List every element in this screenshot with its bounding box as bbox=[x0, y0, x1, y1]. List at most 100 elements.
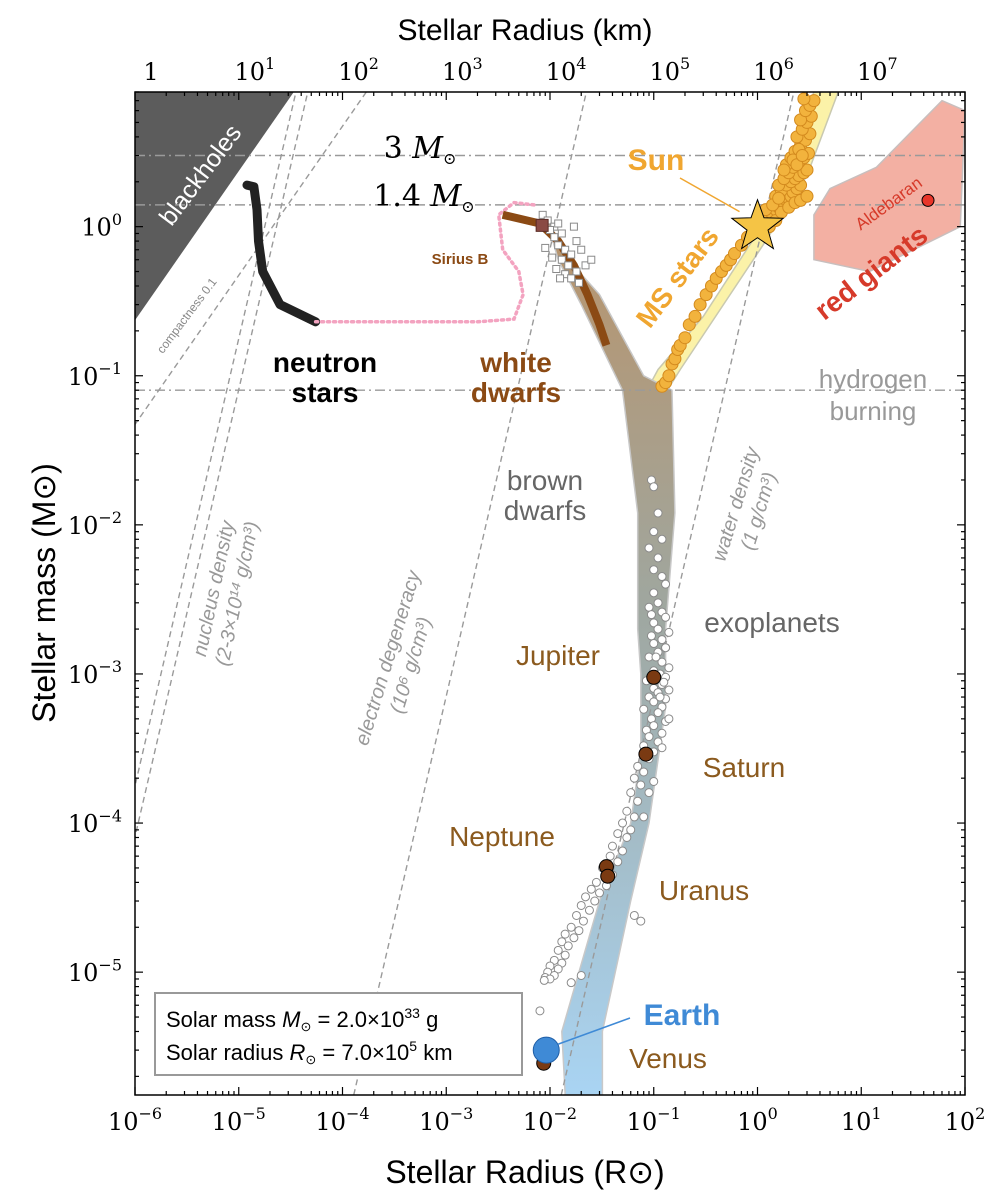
white-dwarf-point bbox=[572, 267, 581, 276]
y-axis-title: Stellar mass (M⊙) bbox=[26, 463, 62, 723]
white-dwarf-point bbox=[552, 264, 561, 273]
white-dwarf-point bbox=[557, 255, 566, 264]
ms-star-point bbox=[777, 163, 791, 177]
sirius-b-label: Sirius B bbox=[432, 251, 489, 268]
y-tick-label: 10−5 bbox=[68, 955, 122, 987]
density-label-group: electron degeneracy(10⁶ g/cm³) bbox=[351, 567, 436, 748]
exoplanet-point bbox=[563, 941, 573, 951]
white-dwarf-point bbox=[548, 253, 557, 262]
info-box: Solar mass M⊙ = 2.0×1033 g Solar radius … bbox=[154, 992, 523, 1076]
exoplanet-point bbox=[664, 714, 674, 724]
exoplanet-point bbox=[584, 905, 594, 915]
info-mass-exp: 33 bbox=[404, 1005, 420, 1021]
exoplanet-point bbox=[646, 631, 656, 641]
compactness-line bbox=[135, 92, 367, 425]
exoplanet-point bbox=[659, 677, 669, 687]
x-tick-label: 10−5 bbox=[212, 1104, 266, 1136]
ms-star-point bbox=[800, 163, 814, 177]
exoplanet-point bbox=[657, 572, 667, 582]
jupiter-label: Jupiter bbox=[516, 640, 600, 671]
y-tick-label: 10−2 bbox=[68, 508, 122, 540]
ms-star-point bbox=[772, 191, 786, 205]
brown-dwarfs-label-2: dwarfs bbox=[504, 495, 586, 526]
x-tick-label: 101 bbox=[841, 1104, 882, 1136]
top-tick-label: 106 bbox=[753, 54, 794, 86]
x-tick-label: 102 bbox=[945, 1104, 986, 1136]
exoplanet-point bbox=[657, 635, 667, 645]
exoplanet-point bbox=[622, 806, 632, 816]
exoplanet-point bbox=[636, 780, 646, 790]
info-radius-value: = 7.0×10 bbox=[316, 1040, 409, 1065]
neutron-star-curve bbox=[242, 180, 321, 327]
top-tick-label: 107 bbox=[857, 54, 898, 86]
exoplanet-point bbox=[661, 643, 671, 653]
exoplanet-point bbox=[644, 543, 654, 553]
white-dwarf-point bbox=[564, 261, 573, 270]
exoplanet-point bbox=[576, 970, 586, 980]
white-dwarf-point bbox=[569, 222, 578, 231]
exoplanet-point bbox=[661, 612, 671, 622]
exoplanet-point bbox=[646, 610, 656, 620]
exoplanet-point bbox=[649, 697, 659, 707]
exoplanet-point bbox=[591, 877, 601, 887]
density-label-group: nucleus density(2-3×10¹⁴ g/cm³) bbox=[189, 518, 264, 668]
neptune-label: Neptune bbox=[449, 821, 555, 852]
exoplanet-point bbox=[649, 721, 659, 731]
exoplanet-point bbox=[578, 916, 588, 926]
hydrogen-burning-label-1: hydrogen bbox=[819, 364, 927, 394]
exoplanet-point bbox=[576, 900, 586, 910]
info-radius-exp: 5 bbox=[409, 1038, 417, 1054]
exoplanet-point bbox=[626, 825, 636, 835]
exoplanet-point bbox=[649, 618, 659, 628]
exoplanet-point bbox=[651, 652, 661, 662]
exoplanet-point bbox=[571, 910, 581, 920]
exoplanet-point bbox=[639, 704, 649, 714]
sun-leader-line bbox=[679, 177, 740, 213]
exoplanet-point bbox=[649, 776, 659, 786]
ms-star-point bbox=[727, 247, 741, 261]
density-line bbox=[135, 92, 297, 789]
exoplanet-point bbox=[613, 829, 623, 839]
svg-text:Solar mass M⊙ = 2.0×1033 g: Solar mass M⊙ = 2.0×1033 g bbox=[166, 1005, 438, 1034]
exoplanet-point bbox=[633, 796, 643, 806]
y-tick-label: 100 bbox=[81, 210, 122, 242]
info-mass-symbol: M bbox=[282, 1007, 301, 1032]
white-dwarf-point bbox=[554, 241, 563, 250]
white-dwarf-point bbox=[574, 278, 583, 287]
exoplanet-point bbox=[653, 598, 663, 608]
neutron-star-extension bbox=[313, 200, 536, 324]
exoplanet-point bbox=[586, 884, 596, 894]
exoplanet-point bbox=[629, 910, 639, 920]
ms-star-point bbox=[800, 189, 814, 203]
white-dwarf-point bbox=[538, 210, 547, 219]
exoplanet-point bbox=[595, 888, 605, 898]
exoplanet-point bbox=[590, 896, 600, 906]
exoplanet-point bbox=[653, 708, 663, 718]
exoplanet-point bbox=[639, 767, 649, 777]
exoplanet-point bbox=[618, 818, 628, 828]
earth-marker bbox=[532, 1036, 560, 1064]
sirius-b-marker bbox=[535, 218, 549, 232]
exoplanet-point bbox=[639, 812, 649, 822]
density-line bbox=[135, 92, 309, 840]
exoplanet-point bbox=[613, 857, 623, 867]
svg-text:Solar radius R⊙ = 7.0×105 km: Solar radius R⊙ = 7.0×105 km bbox=[166, 1038, 453, 1067]
exoplanet-point bbox=[664, 663, 674, 673]
exoplanet-point bbox=[649, 639, 659, 649]
white-dwarf-point bbox=[561, 270, 570, 279]
exoplanet-point bbox=[664, 685, 674, 695]
neutron-stars-label-2: stars bbox=[292, 377, 359, 408]
exoplanet-point bbox=[649, 565, 659, 575]
exoplanet-point bbox=[657, 534, 667, 544]
white-dwarf-point bbox=[567, 250, 576, 259]
x-tick-label: 10−3 bbox=[419, 1104, 473, 1136]
white-dwarf-point bbox=[581, 261, 590, 270]
exoplanet-point bbox=[539, 975, 549, 985]
earth-label: Earth bbox=[644, 999, 721, 1032]
info-radius-prefix: Solar radius bbox=[166, 1040, 290, 1065]
white-dwarf-point bbox=[572, 237, 581, 246]
exoplanet-point bbox=[629, 773, 639, 783]
exoplanet-point bbox=[653, 624, 663, 634]
sun-label: Sun bbox=[628, 144, 685, 177]
